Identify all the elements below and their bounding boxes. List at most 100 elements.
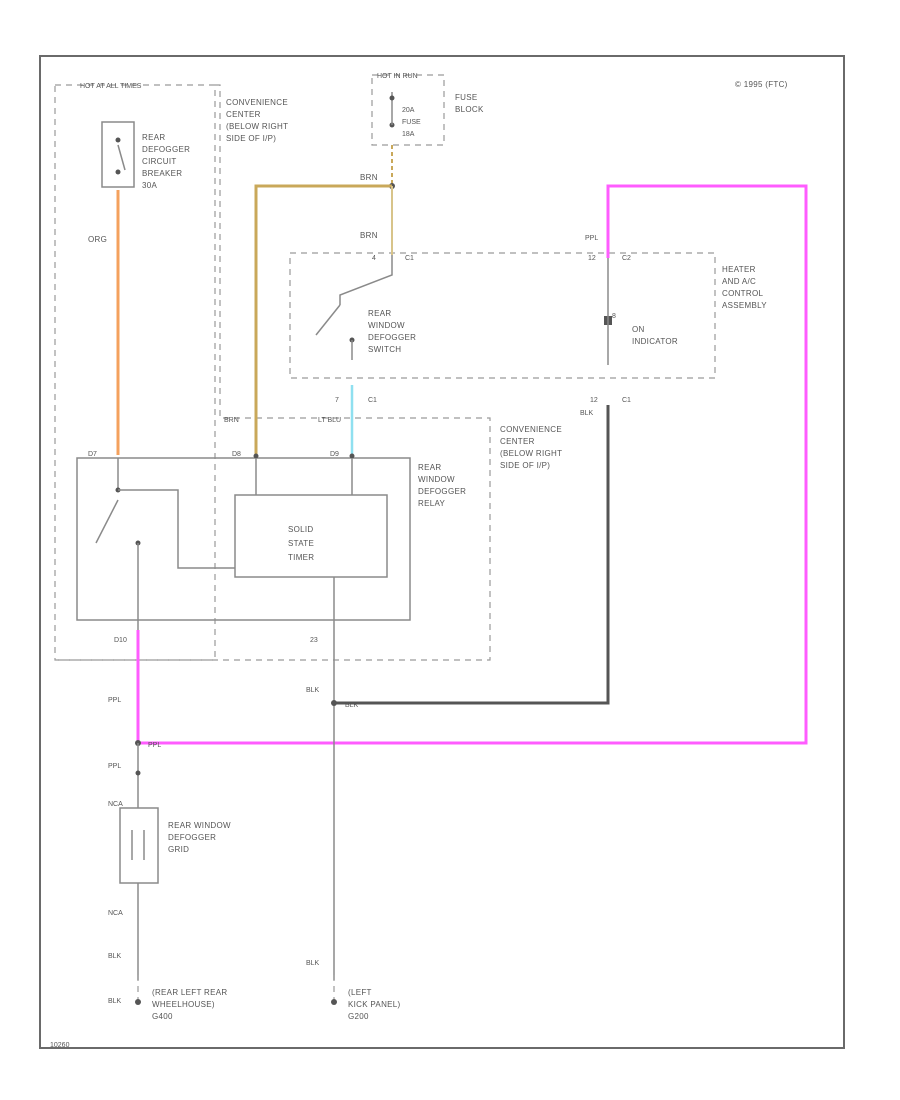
pin-d9: D9 xyxy=(330,451,339,458)
convenience-center-2-line1: CONVENIENCE xyxy=(500,425,562,434)
wire-label-blk5: BLK xyxy=(306,960,320,967)
heater-label-4: ASSEMBLY xyxy=(722,301,767,310)
convenience-center-1-line1: CONVENIENCE xyxy=(226,98,288,107)
convenience-center-boundary xyxy=(54,84,216,661)
wire-label-blk2: BLK xyxy=(306,687,320,694)
wire-label-blk1: BLK xyxy=(580,410,594,417)
relay-label-3: DEFOGGER xyxy=(418,487,466,496)
breaker-label-3: CIRCUIT xyxy=(142,157,177,166)
pin-12b: 12 xyxy=(590,397,598,404)
pin-c1b: C1 xyxy=(368,397,377,404)
wire-label-brn2: BRN xyxy=(360,231,378,240)
wire-label-ppl4: PPL xyxy=(108,763,121,770)
breaker-contact xyxy=(117,144,126,171)
black-wire-indicator xyxy=(334,405,610,705)
wire-label-ppl2: PPL xyxy=(108,697,121,704)
grid-label-2: DEFOGGER xyxy=(168,833,216,842)
fuse-block-boundary xyxy=(371,74,445,146)
switch-label-1: REAR xyxy=(368,309,391,318)
pin-d7: D7 xyxy=(88,451,97,458)
pin-c1c: C1 xyxy=(622,397,631,404)
grid-connector xyxy=(135,770,141,776)
breaker-terminal-bottom xyxy=(115,169,121,175)
black-splice xyxy=(331,700,337,706)
convenience-center-2-line4: SIDE OF I/P) xyxy=(500,461,550,470)
relay-coil-lead xyxy=(118,489,235,569)
wire-label-brn3: BRN xyxy=(224,417,239,424)
pink-wire-loop xyxy=(138,184,808,745)
pin-23: 23 xyxy=(310,637,318,644)
diagram-frame xyxy=(39,55,845,1049)
heater-label-3: CONTROL xyxy=(722,289,763,298)
ground-right-label-2: KICK PANEL) xyxy=(348,1000,401,1009)
ground-left-symbol xyxy=(135,999,141,1005)
grid-label-1: REAR WINDOW xyxy=(168,821,231,830)
convenience-center-1-line3: (BELOW RIGHT xyxy=(226,122,288,131)
rear-window-defogger-grid xyxy=(119,807,159,884)
pin-c2: C2 xyxy=(622,255,631,262)
relay-terminal-d9 xyxy=(349,453,355,459)
wire-label-nca2: NCA xyxy=(108,910,123,917)
wire-label-ppl1: PPL xyxy=(585,235,598,242)
switch-label-3: DEFOGGER xyxy=(368,333,416,342)
fuse-amp: 20A xyxy=(402,107,415,114)
ground-left-label-3: G400 xyxy=(152,1012,173,1021)
heater-label-2: AND A/C xyxy=(722,277,756,286)
ground-right-symbol xyxy=(331,999,337,1005)
fuse-label-3: 18A xyxy=(402,131,415,138)
relay-terminal-d8 xyxy=(253,453,259,459)
grid-label-3: GRID xyxy=(168,845,189,854)
brown-wire-to-relay xyxy=(254,184,392,455)
breaker-label-2: DEFOGGER xyxy=(142,145,190,154)
wire-label-blk3: BLK xyxy=(345,702,359,709)
fuse-label-2: FUSE xyxy=(402,119,421,126)
fuse-terminal-top xyxy=(389,95,395,101)
copyright-label: © 1995 (FTC) xyxy=(735,80,788,89)
breaker-label-5: 30A xyxy=(142,181,157,190)
switch-label-4: SWITCH xyxy=(368,345,401,354)
switch-contact xyxy=(315,304,341,336)
relay-label-4: RELAY xyxy=(418,499,446,508)
pin-12: 12 xyxy=(588,255,596,262)
convenience-center-2-line3: (BELOW RIGHT xyxy=(500,449,562,458)
relay-contact xyxy=(95,499,119,544)
wire-label-blk6: BLK xyxy=(108,998,122,1005)
ground-right-label-3: G200 xyxy=(348,1012,369,1021)
pin-d10: D10 xyxy=(114,637,127,644)
solid-state-timer xyxy=(234,494,388,578)
switch-label-2: WINDOW xyxy=(368,321,405,330)
breaker-label-4: BREAKER xyxy=(142,169,182,178)
ground-right-label-1: (LEFT xyxy=(348,988,372,997)
fuse-block-label-1: FUSE xyxy=(455,93,478,102)
pin-8: 8 xyxy=(612,313,616,320)
convenience-center-2-line2: CENTER xyxy=(500,437,535,446)
circuit-breaker xyxy=(101,121,135,188)
wire-label-nca1: NCA xyxy=(108,801,123,808)
wire-label-brn1: BRN xyxy=(360,173,378,182)
heater-control-boundary xyxy=(289,252,716,379)
wire-label-ppl3: PPL xyxy=(148,742,161,749)
timer-label-3: TIMER xyxy=(288,553,314,562)
pin-d8: D8 xyxy=(232,451,241,458)
indicator-label-1: ON xyxy=(632,325,645,334)
figure-id-label: 10260 xyxy=(50,1042,70,1049)
wire-label-org: ORG xyxy=(88,235,107,244)
hot-at-all-times-label: HOT AT ALL TIMES xyxy=(80,83,142,90)
convenience-center-1-line4: SIDE OF I/P) xyxy=(226,134,276,143)
ground-left-label-1: (REAR LEFT REAR xyxy=(152,988,227,997)
wire-label-ltblu: LT BLU xyxy=(318,417,341,424)
hot-in-run-label: HOT IN RUN xyxy=(377,73,418,80)
heater-label-1: HEATER xyxy=(722,265,756,274)
convenience-center-boundary-lower xyxy=(55,84,491,661)
indicator-label-2: INDICATOR xyxy=(632,337,678,346)
convenience-center-1-line2: CENTER xyxy=(226,110,261,119)
relay-label-2: WINDOW xyxy=(418,475,455,484)
timer-label-2: STATE xyxy=(288,539,314,548)
wire-label-blk4: BLK xyxy=(108,953,122,960)
timer-label-1: SOLID xyxy=(288,525,314,534)
pin-c1a: C1 xyxy=(405,255,414,262)
switch-lead-top xyxy=(339,255,393,305)
breaker-label-1: REAR xyxy=(142,133,165,142)
fuse-block-label-2: BLOCK xyxy=(455,105,484,114)
